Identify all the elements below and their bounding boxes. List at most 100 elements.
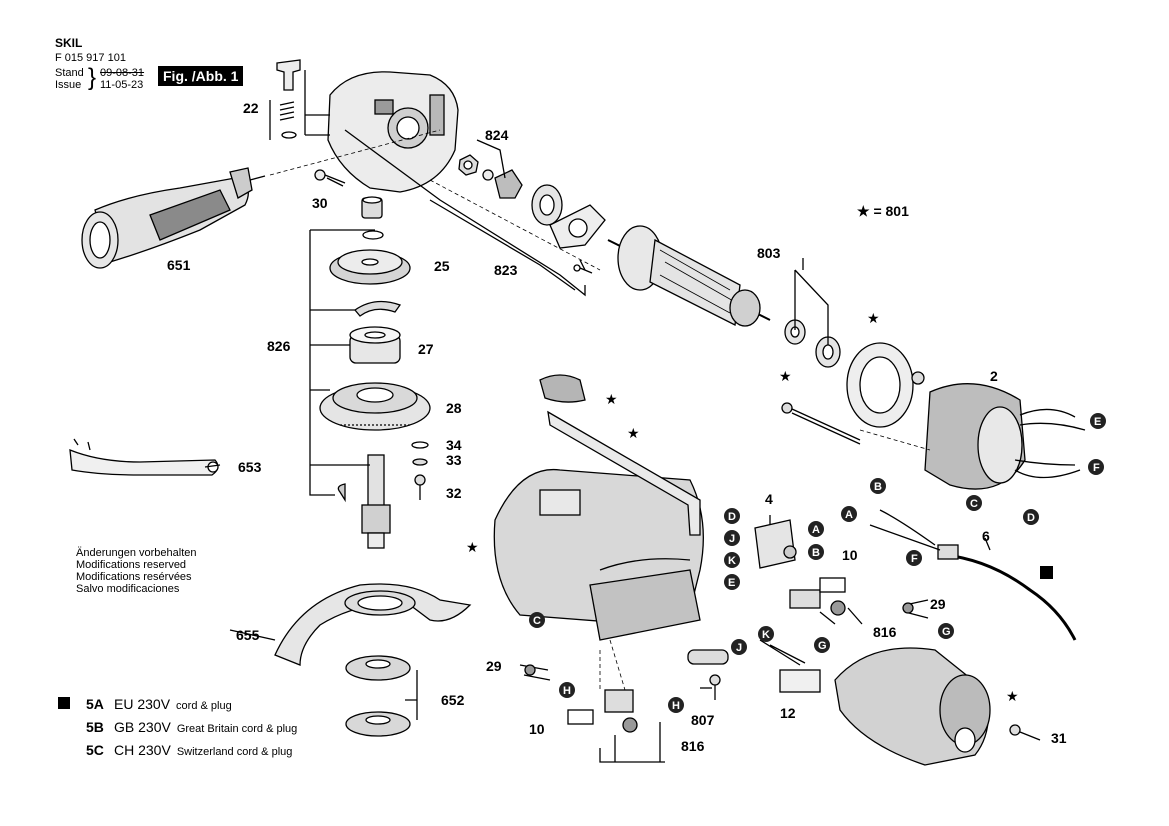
flange-652b — [345, 711, 411, 737]
connector-D-switch: D — [724, 508, 740, 524]
label-34: 34 — [446, 437, 462, 453]
brand-name: SKIL — [55, 36, 83, 50]
label-655: 655 — [236, 627, 260, 643]
star-note: ★ = 801 — [857, 203, 909, 219]
svg-text:F: F — [911, 553, 918, 565]
date-new: 11-05-23 — [100, 79, 144, 91]
connector-F: F — [1088, 459, 1104, 475]
connector-K-switch: K — [724, 552, 740, 568]
motor-housing — [493, 468, 704, 641]
connector-E: E — [1090, 413, 1106, 429]
label-807: 807 — [691, 712, 715, 728]
star-icon: ★ — [1006, 689, 1019, 705]
connector-K-12: K — [758, 626, 774, 642]
connector-G-29: G — [938, 623, 954, 639]
svg-text:B: B — [874, 481, 882, 493]
label-10-left: 10 — [529, 721, 545, 737]
label-803: 803 — [757, 245, 781, 261]
legend-voltage: CH 230V — [114, 742, 171, 758]
connector-C-29: C — [529, 612, 545, 628]
label-653: 653 — [238, 459, 262, 475]
label-29-right: 29 — [930, 596, 946, 612]
label-29-left: 29 — [486, 658, 502, 674]
label-22: 22 — [243, 100, 259, 116]
legend-code: 5A — [86, 696, 104, 712]
star-icon: ★ — [779, 369, 792, 385]
svg-text:K: K — [762, 629, 770, 641]
connector-markers: E F C D B A D J K E A B F G G K J C H H — [529, 413, 1106, 713]
connector-J-switch: J — [724, 530, 740, 546]
svg-text:E: E — [728, 577, 735, 589]
armature — [607, 225, 841, 368]
note-line: Modifications resérvées — [76, 571, 192, 583]
label-32: 32 — [446, 485, 462, 501]
suppressor-12 — [759, 639, 821, 693]
switch-lever — [539, 374, 701, 536]
label-816-left: 816 — [681, 738, 705, 754]
svg-text:H: H — [672, 700, 680, 712]
label-31: 31 — [1051, 730, 1067, 746]
date-old: 09-08-31 — [100, 67, 145, 79]
svg-text:A: A — [845, 509, 853, 521]
label-4: 4 — [765, 491, 773, 507]
legend-code: 5C — [86, 742, 104, 758]
label-824: 824 — [485, 127, 509, 143]
svg-text:F: F — [1093, 462, 1100, 474]
screw-31 — [1009, 724, 1041, 741]
svg-text:C: C — [970, 498, 978, 510]
bevel-gear-25 — [329, 249, 411, 285]
bearing-flange-28 — [319, 382, 431, 431]
legend-code: 5B — [86, 719, 104, 735]
star-icon: ★ — [627, 426, 640, 442]
brace-icon: } — [88, 64, 97, 91]
connector-C: C — [966, 495, 982, 511]
legend-square-icon — [58, 697, 70, 709]
long-screw — [781, 402, 861, 445]
bearing-823 — [531, 184, 563, 226]
legend-desc: cord & plug — [176, 700, 232, 712]
stator — [924, 383, 1086, 490]
label-2: 2 — [990, 368, 998, 384]
guard-655 — [274, 583, 472, 666]
label-6: 6 — [982, 528, 990, 544]
connector-A-switch: A — [808, 521, 824, 537]
rear-cover — [834, 647, 991, 766]
star-markers: ★ ★ ★ ★ ★ ★ — [466, 311, 1019, 705]
svg-text:H: H — [563, 685, 571, 697]
bearing-27 — [349, 326, 401, 364]
suppressor-29-left — [519, 664, 551, 681]
connector-G-816: G — [814, 637, 830, 653]
legend-voltage: EU 230V — [114, 696, 171, 712]
brush-holder-left — [567, 689, 638, 733]
star-icon: ★ — [867, 311, 880, 327]
legend-voltage: GB 230V — [114, 719, 171, 735]
gear-housing — [327, 71, 459, 193]
svg-text:E: E — [1094, 416, 1101, 428]
label-823: 823 — [494, 262, 518, 278]
connector-F-29: F — [906, 550, 922, 566]
svg-text:B: B — [812, 547, 820, 559]
brush-holder-right — [789, 577, 846, 616]
suppressor-29-right — [902, 599, 929, 619]
label-28: 28 — [446, 400, 462, 416]
note-line: Änderungen vorbehalten — [76, 547, 197, 559]
modification-notes: Änderungen vorbehalten Modifications res… — [76, 547, 196, 595]
svg-text:D: D — [1027, 512, 1035, 524]
svg-text:D: D — [728, 511, 736, 523]
connector-B: B — [870, 478, 886, 494]
cord-square-icon — [1040, 566, 1053, 579]
label-12: 12 — [780, 705, 796, 721]
connector-H-29: H — [559, 682, 575, 698]
stand-label: Stand — [55, 67, 84, 79]
baffle-plate — [846, 342, 925, 428]
svg-text:J: J — [729, 533, 735, 545]
note-line: Salvo modificaciones — [76, 583, 180, 595]
label-10-right: 10 — [842, 547, 858, 563]
svg-text:J: J — [736, 642, 742, 654]
label-30: 30 — [312, 195, 328, 211]
switch-4 — [754, 519, 797, 569]
cord-legend: 5A EU 230V cord & plug 5B GB 230V Great … — [58, 694, 297, 763]
svg-text:A: A — [812, 524, 820, 536]
connector-H-816: H — [668, 697, 684, 713]
nut-824 — [458, 154, 479, 176]
